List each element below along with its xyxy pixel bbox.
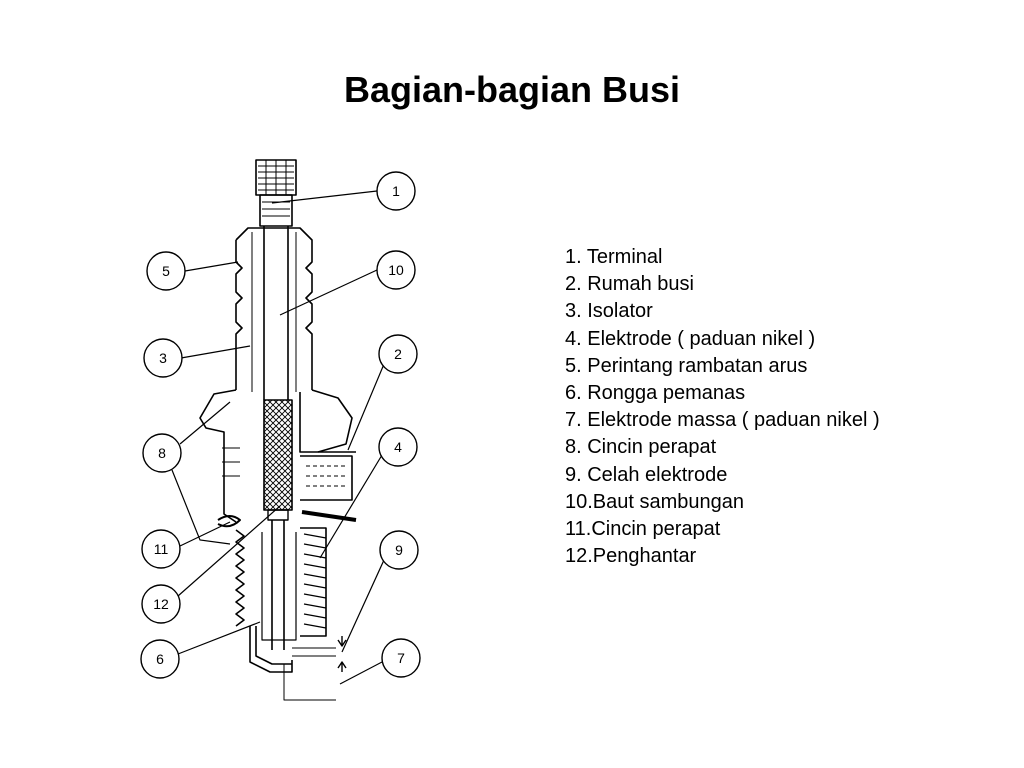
callout-12: 12 (141, 584, 181, 624)
callout-8: 8 (142, 433, 182, 473)
legend-item: 2. Rumah busi (565, 273, 694, 296)
shell-hex (199, 389, 356, 523)
threads (235, 527, 327, 637)
slide-title: Bagian-bagian Busi (343, 69, 681, 110)
callout-11: 11 (141, 529, 181, 569)
callout-9: 9 (379, 530, 419, 570)
callout-7: 7 (381, 638, 421, 678)
svg-text:9: 9 (395, 542, 403, 558)
legend-item: 7. Elektrode massa ( paduan nikel ) (565, 409, 880, 432)
legend-item: 4. Elektrode ( paduan nikel ) (565, 327, 816, 350)
legend-item: 6. Rongga pemanas (565, 382, 746, 405)
callout-5: 5 (146, 251, 186, 291)
leader-1 (271, 190, 378, 204)
leader-8b (179, 401, 231, 445)
legend-item: 9. Celah elektrode (565, 463, 728, 486)
legend-item: 12.Penghantar (565, 545, 697, 568)
leader-12 (177, 505, 281, 597)
svg-text:6: 6 (156, 651, 164, 667)
spark-plug-drawing (199, 159, 357, 701)
leader-10 (279, 269, 378, 316)
callout-2: 2 (378, 334, 418, 374)
callout-3: 3 (143, 338, 183, 378)
svg-text:2: 2 (394, 346, 402, 362)
svg-text:1: 1 (392, 183, 400, 199)
svg-text:12: 12 (153, 596, 169, 612)
svg-text:5: 5 (162, 263, 170, 279)
leader-5 (184, 261, 239, 272)
svg-text:8: 8 (158, 445, 166, 461)
leader-4 (319, 454, 383, 559)
legend-item: 3. Isolator (565, 300, 653, 323)
svg-text:7: 7 (397, 650, 405, 666)
callout-6: 6 (140, 639, 180, 679)
leader-8 (171, 469, 231, 545)
insulator-body (235, 227, 313, 392)
callout-1: 1 (376, 171, 416, 211)
terminal-nut (255, 159, 297, 227)
callout-10: 10 (376, 250, 416, 290)
callout-4: 4 (378, 427, 418, 467)
legend-item: 10.Baut sambungan (565, 490, 745, 513)
gasket (217, 510, 357, 528)
leader-2 (347, 363, 385, 451)
legend-item: 8. Cincin perapat (565, 436, 717, 459)
parts-legend: 1. Terminal 2. Rumah busi 3. Isolator 4.… (565, 244, 880, 570)
svg-text:10: 10 (388, 262, 404, 278)
ground-electrode (249, 626, 336, 701)
leader-lines (171, 190, 385, 685)
legend-item: 11.Cincin perapat (565, 518, 721, 541)
center-electrode (261, 226, 297, 650)
leader-3 (180, 345, 251, 359)
gap-arrows (337, 636, 347, 672)
leader-7 (339, 661, 383, 685)
legend-item: 5. Perintang rambatan arus (565, 354, 808, 377)
svg-text:3: 3 (159, 350, 167, 366)
leader-6 (177, 621, 261, 655)
leader-9 (341, 559, 385, 653)
leader-11 (179, 521, 231, 547)
svg-text:11: 11 (154, 541, 169, 557)
legend-item: 1. Terminal (565, 246, 663, 268)
svg-text:4: 4 (394, 439, 402, 455)
